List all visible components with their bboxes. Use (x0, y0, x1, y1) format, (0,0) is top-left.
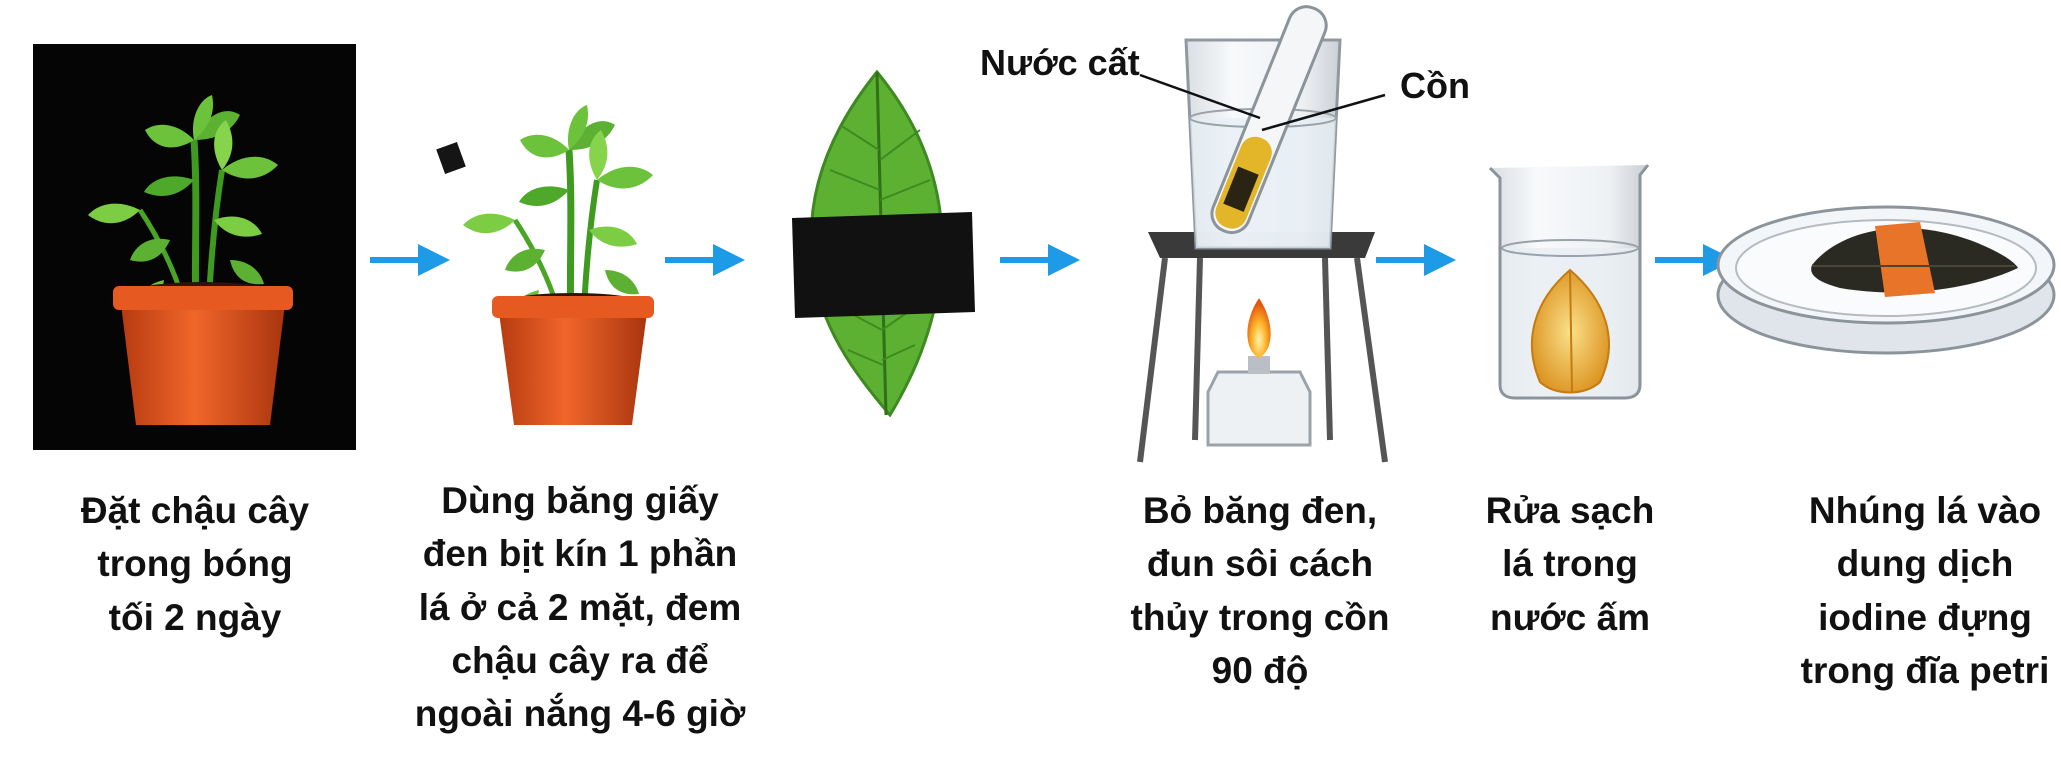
caption-line: Rửa sạch (1485, 490, 1655, 531)
plant-pot-icon (498, 305, 648, 425)
caption-line: iodine đựng (1818, 596, 2032, 638)
distilled-water-label: Nước cất (980, 42, 1140, 83)
caption-line: đen bịt kín 1 phần (422, 533, 738, 575)
caption-line: thủy trong cồn (1130, 596, 1390, 638)
caption-line: chậu cây ra để (451, 639, 709, 681)
pot-rim (113, 286, 293, 310)
step-5-caption: Rửa sạch lá trong nước ấm (1460, 484, 1680, 644)
caption-line: nước ấm (1489, 596, 1651, 638)
step-2-cover-leaf (436, 105, 654, 425)
caption-line: Nhúng lá vào (1808, 490, 2042, 531)
step-6-iodine-test (1716, 205, 2056, 355)
plant-pot-icon (120, 296, 286, 425)
tripod-icon (1137, 257, 1388, 463)
distilled-water-pointer (1139, 73, 1261, 120)
unstained-band (1875, 222, 1935, 297)
caption-line: trong bóng (97, 543, 293, 585)
leaf-in-alcohol (1223, 166, 1259, 212)
arrow-right-icon (370, 244, 450, 276)
test-tube-icon (1210, 5, 1328, 235)
caption-line: Đặt chậu cây (80, 490, 310, 531)
step-2-caption: Dùng băng giấy đen bịt kín 1 phần lá ở c… (400, 474, 760, 740)
flame-icon (1247, 298, 1271, 358)
caption-line: Dùng băng giấy (441, 480, 719, 521)
caption-line: dung dịch (1836, 543, 2014, 585)
alcohol-pointer (1261, 93, 1386, 132)
caption-line: lá ở cả 2 mặt, đem (418, 586, 742, 628)
caption-line: lá trong (1502, 543, 1638, 585)
arrow-right-icon (1376, 244, 1456, 276)
alcohol-label: Cồn (1400, 65, 1470, 106)
step-1-caption: Đặt chậu cây trong bóng tối 2 ngày (45, 484, 345, 644)
caption-line: 90 độ (1211, 649, 1309, 691)
caption-line: tối 2 ngày (108, 596, 282, 638)
step-4-water-bath (1137, 5, 1388, 463)
caption-line: đun sôi cách (1146, 543, 1374, 585)
black-tape (792, 212, 975, 318)
step-5-wash-leaf (1488, 164, 1650, 400)
alcohol-lamp-icon (1206, 370, 1312, 447)
black-tape-on-leaf (436, 142, 466, 174)
caption-line: ngoài nắng 4-6 giờ (414, 693, 746, 735)
step-6-caption: Nhúng lá vào dung dịch iodine đựng trong… (1795, 484, 2055, 697)
arrow-right-icon (665, 244, 745, 276)
caption-line: Bỏ băng đen, (1142, 490, 1378, 531)
step-4-caption: Bỏ băng đen, đun sôi cách thủy trong cồn… (1100, 484, 1420, 697)
step-1-plant-in-dark (33, 44, 356, 450)
step-3-taped-leaf (792, 69, 975, 418)
arrow-right-icon (1000, 244, 1080, 276)
caption-line: trong đĩa petri (1800, 649, 2050, 691)
pot-rim (492, 296, 654, 318)
